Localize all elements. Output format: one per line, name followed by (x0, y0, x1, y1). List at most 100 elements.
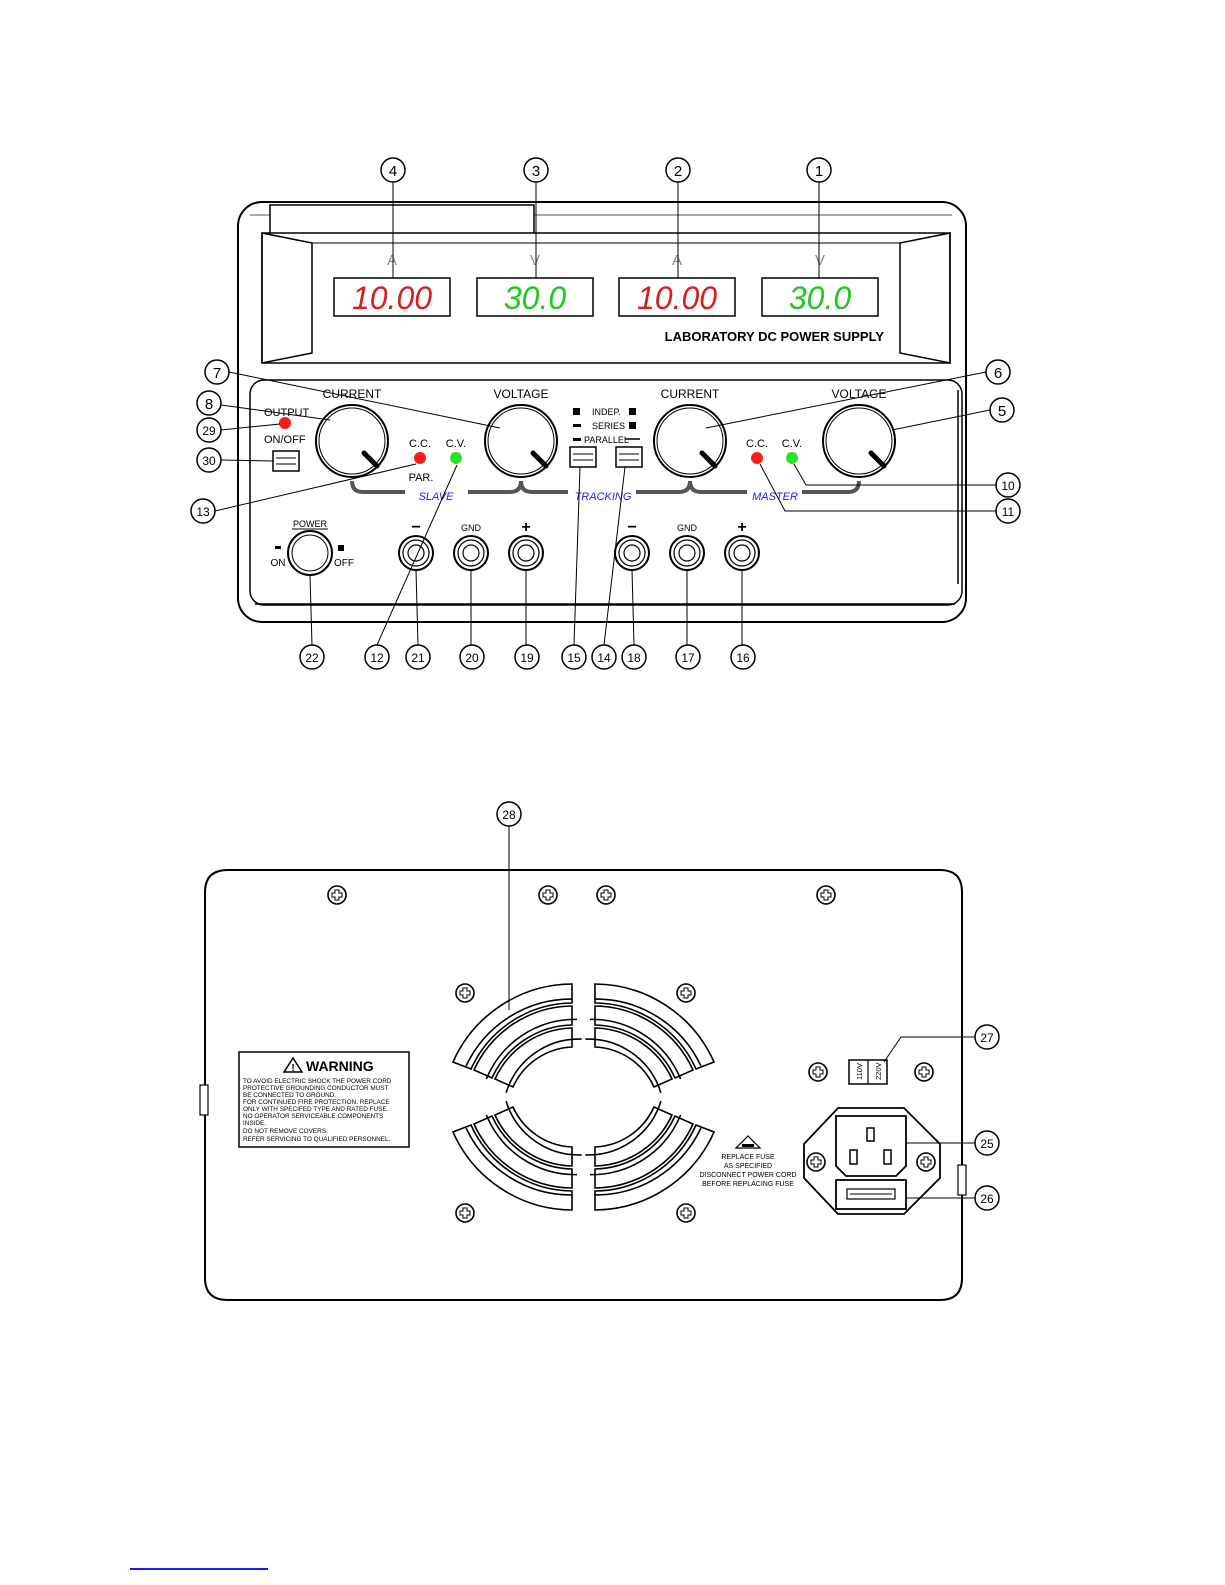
fan-grille (465, 998, 702, 1196)
svg-text:29: 29 (202, 424, 216, 438)
screw-icon (914, 1062, 934, 1082)
meter-unit-label: A (387, 252, 397, 269)
mode-label-indep: INDEP. (592, 407, 621, 417)
warning-line: ONLY WITH SPECIFED TYPE AND RATED FUSE. (243, 1106, 389, 1113)
svg-text:20: 20 (465, 651, 479, 665)
warning-line: INSIDE. (243, 1120, 266, 1127)
master-plus-label: + (737, 519, 746, 536)
master-cc-label: C.C. (746, 438, 768, 450)
square-marker-icon (629, 422, 636, 429)
callout-2: 2 (665, 157, 691, 183)
callout-26: 26 (974, 1185, 1000, 1211)
display-meter-master-current: A 10.00 (618, 252, 736, 317)
svg-text:16: 16 (736, 651, 750, 665)
callout-17: 17 (675, 644, 701, 670)
slave-gnd-label: GND (461, 523, 482, 533)
fuse-note-line: DISCONNECT POWER CORD (699, 1172, 796, 1179)
terminal-slave-gnd[interactable] (453, 535, 489, 571)
meter-unit-label: V (815, 252, 825, 269)
callout-10: 10 (995, 472, 1021, 498)
svg-text:26: 26 (980, 1192, 994, 1206)
voltage-option-220v: 220V (874, 1062, 883, 1080)
slave-cc-label: C.C. (409, 438, 431, 450)
callout-16: 16 (730, 644, 756, 670)
master-gnd-label: GND (677, 523, 698, 533)
callout-20: 20 (459, 644, 485, 670)
callout-1: 1 (806, 157, 832, 183)
meter-reading: 10.00 (352, 280, 432, 316)
section-label-slave: SLAVE (419, 491, 455, 503)
callout-5: 5 (989, 397, 1015, 423)
warning-line: NO OPERATOR SERVICEABLE COMPONENTS (243, 1113, 383, 1120)
master-cv-label: C.V. (782, 438, 802, 450)
voltage-option-110v: 110V (855, 1063, 864, 1080)
fan-grille-slots (451, 983, 716, 1211)
warning-line: DO NOT REMOVE COVERS. (243, 1128, 328, 1135)
tracking-switch-1[interactable] (569, 446, 597, 468)
screw-icon (816, 885, 836, 905)
svg-text:3: 3 (532, 163, 540, 180)
warning-label: ! WARNING TO AVOID ELECTRIC SHOCK THE PO… (238, 1051, 410, 1148)
mode-label-parallel: PARALLEL (584, 435, 629, 445)
power-button[interactable] (287, 530, 333, 576)
knob-master-current[interactable] (654, 405, 726, 477)
power-off-label: OFF (334, 558, 354, 569)
terminal-slave-minus[interactable] (398, 535, 434, 571)
voltage-selector-switch[interactable]: 110V 220V (848, 1059, 888, 1085)
terminal-master-minus[interactable] (614, 535, 650, 571)
fuse-note-line: AS SPECIFIED (724, 1163, 772, 1170)
tracking-switch-2[interactable] (615, 446, 643, 468)
warning-line: TO AVOID ELECTRIC SHOCK THE POWER CORD (243, 1078, 392, 1085)
callout-12: 12 (364, 644, 390, 670)
svg-text:2: 2 (674, 163, 682, 180)
knob-slave-voltage[interactable] (485, 405, 557, 477)
front-panel: A 10.00 V 30.0 A 10.00 V 30.0 LABORATORY… (214, 182, 996, 646)
knob-slave-current[interactable] (316, 405, 388, 477)
callout-11: 11 (995, 498, 1021, 524)
screw-icon (596, 885, 616, 905)
callout-18: 18 (621, 644, 647, 670)
ac-power-inlet[interactable] (835, 1115, 907, 1177)
svg-text:30: 30 (202, 454, 216, 468)
svg-text:13: 13 (196, 505, 210, 519)
terminal-slave-plus[interactable] (508, 535, 544, 571)
display-meter-master-voltage: V 30.0 (761, 252, 879, 317)
fan-screw-icon (676, 1203, 696, 1223)
slave-plus-label: + (521, 519, 530, 536)
callout-7: 7 (204, 359, 230, 385)
slave-cv-label: C.V. (446, 438, 466, 450)
svg-text:21: 21 (411, 651, 425, 665)
svg-text:18: 18 (627, 651, 641, 665)
display-meter-slave-current: A 10.00 (333, 252, 451, 317)
terminal-master-plus[interactable] (724, 535, 760, 571)
footer-link-underline (130, 1568, 268, 1570)
output-onoff-switch[interactable] (272, 450, 300, 472)
display-meter-slave-voltage: V 30.0 (476, 252, 594, 317)
fuse-note-line: REPLACE FUSE (721, 1154, 775, 1161)
fuse-holder[interactable] (835, 1179, 907, 1210)
callout-6: 6 (985, 359, 1011, 385)
screw-icon (808, 1062, 828, 1082)
svg-text:19: 19 (520, 651, 534, 665)
callout-25: 25 (974, 1130, 1000, 1156)
warning-line: PROTECTIVE GROUNDING CONDUCTOR MUST (243, 1085, 389, 1092)
knob-label-slave-current: CURRENT (323, 387, 382, 401)
callout-3: 3 (523, 157, 549, 183)
fuse-note-line: BEFORE REPLACING FUSE (702, 1181, 794, 1188)
screw-icon (327, 885, 347, 905)
callout-28: 28 (496, 801, 522, 827)
warning-title: WARNING (306, 1058, 374, 1074)
callout-8: 8 (196, 390, 222, 416)
square-marker-icon (338, 545, 344, 551)
leader-lines-front (214, 182, 996, 646)
slave-cv-led (450, 452, 462, 464)
slave-cc-led (414, 452, 426, 464)
output-label: OUTPUT (264, 407, 310, 419)
svg-text:11: 11 (1002, 505, 1015, 519)
callout-14: 14 (591, 644, 617, 670)
svg-text:10: 10 (1001, 479, 1015, 493)
knob-master-voltage[interactable] (823, 405, 895, 477)
svg-text:5: 5 (998, 403, 1006, 420)
terminal-master-gnd[interactable] (669, 535, 705, 571)
